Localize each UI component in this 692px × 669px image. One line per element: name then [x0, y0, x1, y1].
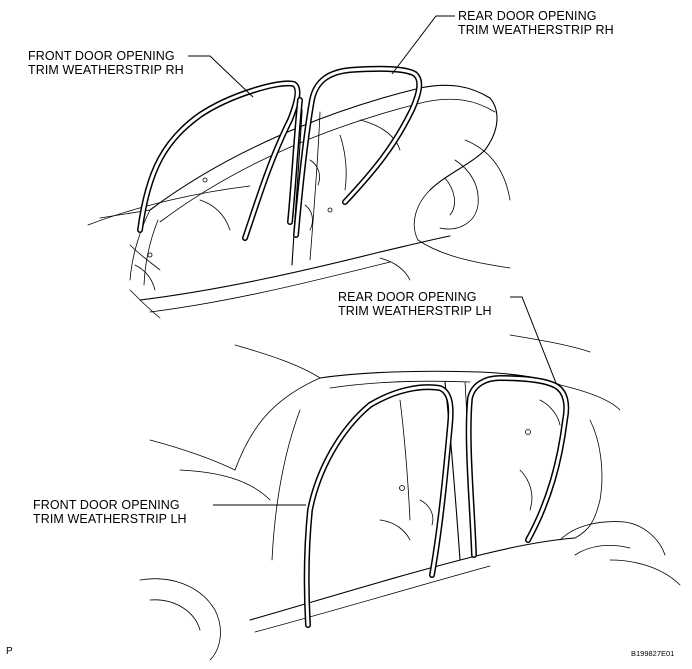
label-line-1: FRONT DOOR OPENING: [33, 498, 180, 512]
label-line-2: TRIM WEATHERSTRIP LH: [338, 304, 492, 318]
label-rear-door-opening-trim-weatherstrip-lh: REAR DOOR OPENING TRIM WEATHERSTRIP LH: [338, 290, 492, 318]
figure-code: B199827E01: [631, 649, 675, 658]
label-line-2: TRIM WEATHERSTRIP RH: [28, 63, 184, 77]
leader-rear-lh: [510, 296, 557, 384]
corner-mark: P: [6, 646, 13, 657]
label-front-door-opening-trim-weatherstrip-rh: FRONT DOOR OPENING TRIM WEATHERSTRIP RH: [28, 49, 184, 77]
lh-body-outline: [139, 334, 681, 661]
label-line-1: REAR DOOR OPENING: [458, 9, 597, 23]
label-front-door-opening-trim-weatherstrip-lh: FRONT DOOR OPENING TRIM WEATHERSTRIP LH: [33, 498, 187, 526]
rear-door-weatherstrip-rh: [293, 65, 423, 238]
rh-body-outline: [87, 84, 511, 319]
label-line-2: TRIM WEATHERSTRIP LH: [33, 512, 187, 526]
leader-front-rh: [188, 55, 254, 98]
front-door-weatherstrip-lh: [303, 384, 454, 628]
label-line-1: REAR DOOR OPENING: [338, 290, 477, 304]
rear-door-weatherstrip-lh: [465, 375, 570, 558]
label-rear-door-opening-trim-weatherstrip-rh: REAR DOOR OPENING TRIM WEATHERSTRIP RH: [458, 9, 614, 37]
leader-rear-rh: [391, 15, 455, 75]
label-line-2: TRIM WEATHERSTRIP RH: [458, 23, 614, 37]
label-line-1: FRONT DOOR OPENING: [28, 49, 175, 63]
front-door-weatherstrip-rh: [137, 80, 303, 241]
leader-lines: [188, 15, 557, 506]
